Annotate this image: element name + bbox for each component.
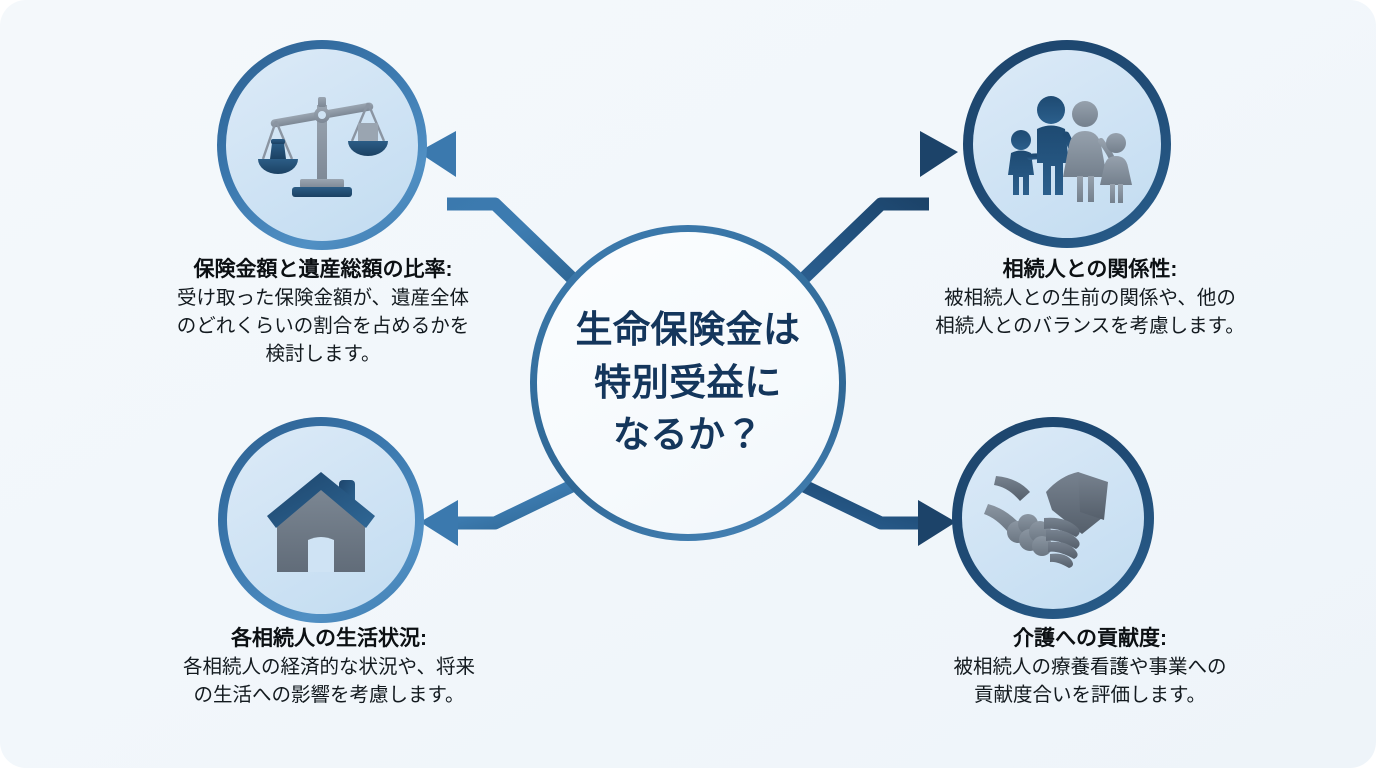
label-ratio-title: 保険金額と遺産総額の比率: — [193, 258, 453, 281]
label-living-situation-title: 各相続人の生活状況: — [231, 627, 427, 650]
label-living-situation: 各相続人の生活状況: 各相続人の経済的な状況や、将来 の生活への影響を考慮します… — [124, 625, 534, 710]
node-care-contribution-inner — [962, 427, 1144, 609]
balance-scales-icon — [252, 75, 392, 215]
node-living-situation-icon[interactable] — [218, 417, 424, 623]
house-icon — [251, 458, 391, 582]
central-node: 生命保険金は 特別受益に なるか？ — [530, 225, 846, 541]
label-relationship: 相続人との関係性: 被相続人との生前の関係や、他の 相続人とのバランスを考慮しま… — [885, 256, 1295, 341]
label-ratio-body: 受け取った保険金額が、遺産全体 のどれくらいの割合を占めるかを 検討します。 — [176, 287, 470, 365]
handshake-icon — [984, 460, 1122, 576]
family-icon — [1000, 83, 1134, 205]
label-care-contribution-body: 被相続人の療養看護や事業への 貢献度合いを評価します。 — [953, 656, 1227, 706]
node-care-contribution-icon[interactable] — [952, 417, 1154, 619]
label-care-contribution: 介護への貢献度: 被相続人の療養看護や事業への 貢献度合いを評価します。 — [885, 625, 1295, 710]
node-ratio-icon[interactable] — [217, 40, 427, 250]
node-relationship-icon[interactable] — [963, 40, 1171, 248]
label-living-situation-body: 各相続人の経済的な状況や、将来 の生活への影響を考慮します。 — [183, 656, 475, 706]
label-care-contribution-title: 介護への貢献度: — [1013, 627, 1167, 650]
node-ratio-inner — [226, 49, 418, 241]
label-ratio: 保険金額と遺産総額の比率: 受け取った保険金額が、遺産全体 のどれくらいの割合を… — [118, 256, 528, 368]
label-relationship-title: 相続人との関係性: — [1002, 258, 1178, 281]
node-living-situation-inner — [227, 426, 415, 614]
label-relationship-body: 被相続人との生前の関係や、他の 相続人とのバランスを考慮します。 — [935, 287, 1245, 337]
central-fill: 生命保険金は 特別受益に なるか？ — [537, 232, 839, 534]
central-question-text: 生命保険金は 特別受益に なるか？ — [575, 309, 801, 456]
node-relationship-inner — [973, 50, 1161, 238]
